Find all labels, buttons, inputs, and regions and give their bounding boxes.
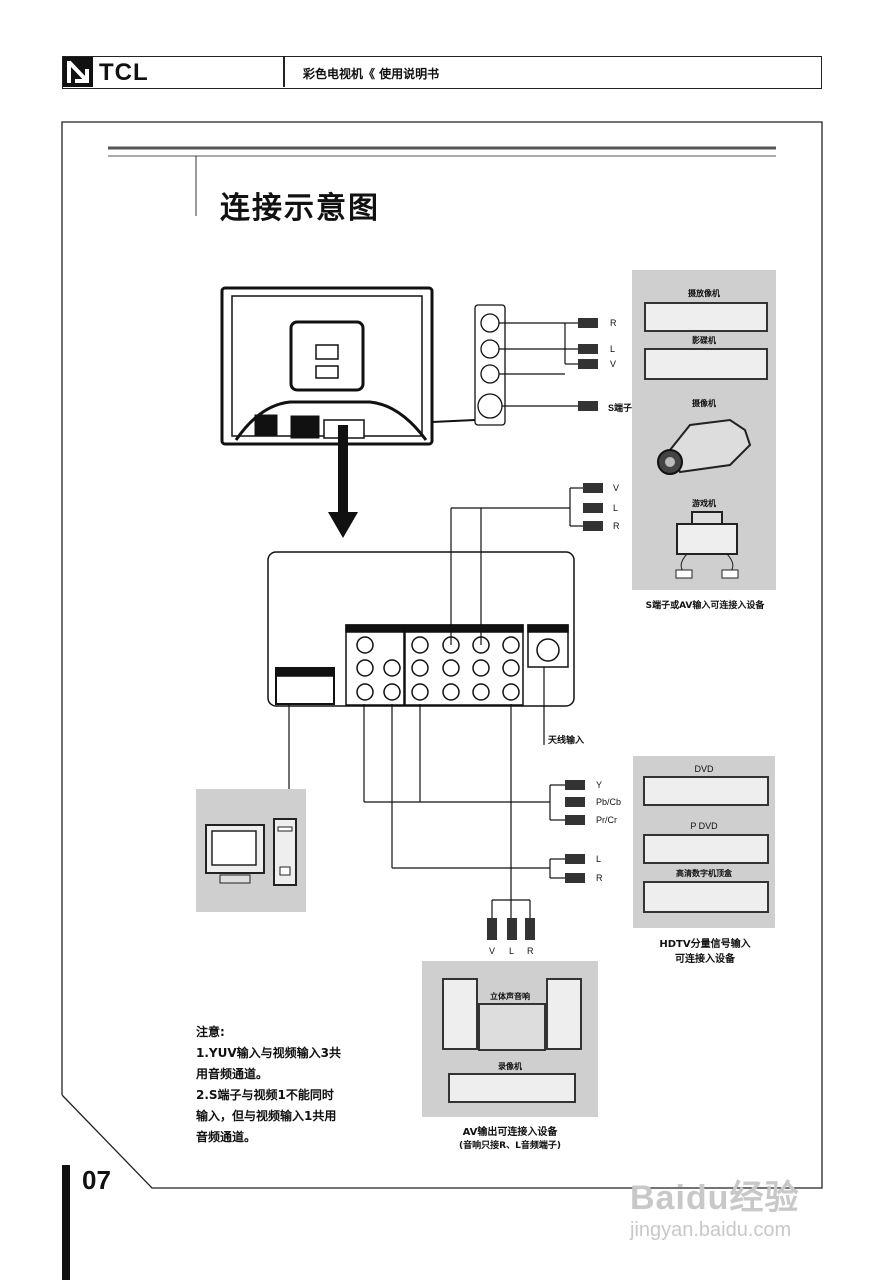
vcr-icon bbox=[644, 302, 768, 332]
cable-label-s-video: S端子 bbox=[608, 403, 633, 413]
device-label-camcorder: 摄像机 bbox=[692, 399, 716, 408]
down-arrow-icon bbox=[328, 425, 358, 538]
device-label-dvd: DVD bbox=[694, 764, 714, 774]
tcl-logo-icon bbox=[63, 57, 93, 87]
stereo-system-icon bbox=[478, 1003, 546, 1051]
av-cable-label-v: V bbox=[613, 483, 620, 493]
bottom-plug-label-v: V bbox=[489, 946, 496, 956]
audio-label-l: L bbox=[596, 854, 602, 864]
tv-rear-panel bbox=[267, 551, 575, 707]
tv-side-av-panel bbox=[431, 304, 506, 426]
bottom-plug-label-l: L bbox=[509, 946, 515, 956]
device-label-stereo: 立体声音响 bbox=[490, 992, 530, 1001]
connection-lines bbox=[288, 487, 583, 918]
vcr-bottom-icon bbox=[448, 1073, 576, 1103]
note-line: 输入，但与视频输入1共用 bbox=[196, 1109, 337, 1123]
dvd-player-icon bbox=[643, 776, 769, 806]
side-panel-cables bbox=[499, 322, 580, 407]
page-title: 连接示意图 bbox=[220, 191, 380, 226]
notes-block: 注意: 1.YUV输入与视频输入3共 用音频通道。 2.S端子与视频1不能同时 … bbox=[196, 1022, 366, 1148]
cable-label-r: R bbox=[610, 318, 617, 328]
header-divider bbox=[283, 57, 285, 87]
baidu-watermark: Baidu经验 jingyan.baidu.com bbox=[630, 1170, 799, 1242]
device-label-hd-set-top-box: 高清数字机顶盒 bbox=[676, 869, 732, 878]
side-devices-panel: 摄放像机 影碟机 摄像机 游戏机 bbox=[632, 270, 776, 590]
cable-label-l: L bbox=[610, 344, 616, 354]
notes-heading: 注意: bbox=[196, 1025, 225, 1039]
hdtv-caption-line1: HDTV分量信号输入 bbox=[659, 939, 751, 950]
av-cable-label-r: R bbox=[613, 521, 620, 531]
note-line: 1.YUV输入与视频输入3共 bbox=[196, 1046, 341, 1060]
av-out-caption-line2: (音响只接R、L音频端子) bbox=[459, 1141, 561, 1151]
side-devices-caption: S端子或AV输入可连接入设备 bbox=[645, 601, 765, 611]
page-header: TCL 彩色电视机《 使用说明书 bbox=[62, 56, 822, 89]
pc-panel bbox=[196, 789, 306, 912]
page-number: 07 bbox=[82, 1165, 111, 1195]
component-label-pb: Pb/Cb bbox=[596, 797, 622, 807]
left-speaker-icon bbox=[442, 978, 478, 1050]
device-label-p-dvd: P DVD bbox=[690, 821, 718, 831]
cable-label-v: V bbox=[610, 359, 617, 369]
note-line: 音频通道。 bbox=[196, 1130, 257, 1144]
device-label-vcr: 摄放像机 bbox=[688, 289, 720, 298]
audio-label-r: R bbox=[596, 873, 603, 883]
p-dvd-player-icon bbox=[643, 834, 769, 864]
page-number-bar bbox=[62, 1165, 70, 1280]
note-line: 用音频通道。 bbox=[196, 1067, 269, 1081]
set-top-box-icon bbox=[643, 881, 769, 913]
device-label-disc-player: 影碟机 bbox=[692, 336, 716, 345]
component-label-y: Y bbox=[596, 780, 603, 790]
av-cable-label-l: L bbox=[613, 503, 619, 513]
av-out-devices-panel: 立体声音响 录像机 bbox=[422, 961, 598, 1117]
bottom-plug-label-r: R bbox=[527, 946, 534, 956]
note-line: 2.S端子与视频1不能同时 bbox=[196, 1088, 334, 1102]
watermark-line1: Baidu经验 bbox=[630, 1179, 800, 1217]
game-console-icon bbox=[675, 511, 739, 579]
right-speaker-icon bbox=[546, 978, 582, 1050]
manual-title: 彩色电视机《 使用说明书 bbox=[303, 67, 440, 81]
hdtv-devices-panel: DVD P DVD 高清数字机顶盒 bbox=[633, 756, 775, 928]
computer-icon bbox=[205, 818, 297, 886]
component-label-pr: Pr/Cr bbox=[596, 815, 617, 825]
hdtv-caption-line2: 可连接入设备 bbox=[675, 954, 735, 965]
camcorder-icon bbox=[657, 418, 752, 475]
brand-name: TCL bbox=[99, 59, 149, 86]
tv-rear-view bbox=[220, 286, 434, 446]
av-out-caption-line1: AV输出可连接入设备 bbox=[462, 1127, 558, 1138]
watermark-line2: jingyan.baidu.com bbox=[630, 1219, 792, 1241]
disc-player-icon bbox=[644, 348, 768, 380]
rca-plugs bbox=[487, 318, 603, 940]
device-label-game-console: 游戏机 bbox=[692, 499, 716, 508]
antenna-input-label: 天线输入 bbox=[548, 736, 585, 746]
device-label-vcr-bottom: 录像机 bbox=[498, 1062, 522, 1071]
